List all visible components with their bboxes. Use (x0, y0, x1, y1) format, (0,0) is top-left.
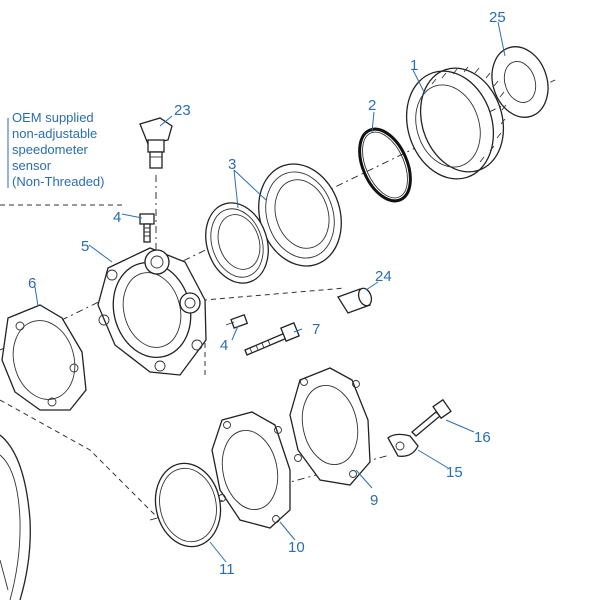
callout-2: 2 (368, 97, 376, 114)
callout-6: 6 (28, 275, 36, 292)
callout-4-top: 4 (113, 209, 121, 226)
part-4-bolt-small (225, 314, 249, 329)
casing-fragment (0, 434, 31, 600)
part-16-bolt (411, 398, 452, 437)
part-1-gear-ring (405, 66, 507, 180)
part-5-housing (97, 247, 207, 376)
sensor-note-line-1: OEM supplied (12, 110, 94, 125)
callout-3: 3 (228, 156, 236, 173)
callout-25: 25 (489, 9, 506, 26)
part-25-washer (491, 46, 549, 118)
sensor-note-line-4: sensor (12, 158, 52, 173)
part-4-bolt-top (139, 213, 155, 243)
part-6-gasket (1, 304, 87, 411)
callout-11: 11 (219, 561, 235, 578)
part-2-o-ring (358, 127, 412, 203)
sensor-note-line-3: speedometer (12, 142, 89, 157)
part-23-speed-sensor (139, 117, 173, 169)
callout-1: 1 (410, 57, 418, 74)
sensor-note-line-2: non-adjustable (12, 126, 97, 141)
part-9-gasket (289, 367, 371, 486)
callout-9: 9 (370, 492, 378, 509)
leader-lines (7, 21, 506, 563)
part-3-seal-inner (205, 202, 269, 284)
callout-16: 16 (474, 429, 491, 446)
callout-10: 10 (288, 539, 305, 556)
callout-24: 24 (375, 268, 392, 285)
callout-7: 7 (312, 321, 320, 338)
part-7-bolt (244, 322, 300, 356)
part-24-fitting (337, 287, 373, 314)
part-15-bracket (387, 433, 419, 457)
callout-15: 15 (446, 464, 463, 481)
lower-region-box (0, 399, 161, 521)
part-11-ring (154, 462, 222, 548)
callout-5: 5 (81, 238, 89, 255)
part-10-gasket (211, 411, 291, 529)
housing-region-box (204, 287, 346, 375)
callout-23: 23 (174, 102, 191, 119)
sensor-note-line-5: (Non-Threaded) (12, 174, 105, 189)
callout-4-right: 4 (220, 337, 228, 354)
